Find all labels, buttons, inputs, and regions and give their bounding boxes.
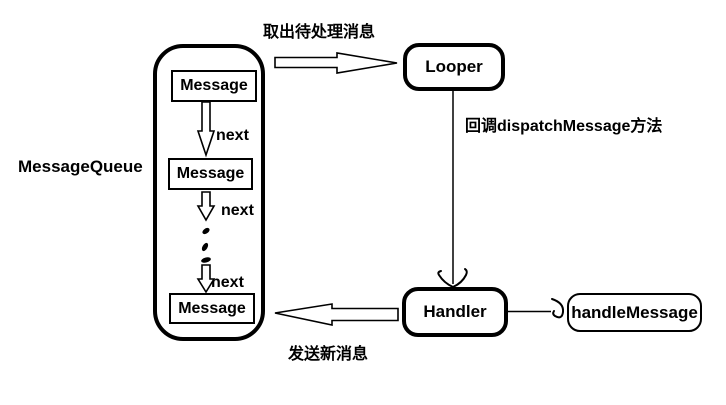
message-node-1-label: Message: [180, 77, 248, 94]
dispatch-arrowhead-icon: [437, 268, 468, 288]
handle-message-node: handleMessage: [567, 293, 702, 332]
message-node-3: Message: [169, 293, 255, 324]
send-annotation: 发送新消息: [288, 346, 369, 363]
handle-message-arrowhead-icon: [551, 298, 565, 319]
message-node-2: Message: [168, 158, 253, 190]
next-label-1: next: [216, 127, 249, 144]
dispatch-annotation: 回调dispatchMessage方法: [465, 118, 663, 135]
handle-message-label: handleMessage: [571, 302, 698, 322]
handler-label: Handler: [423, 302, 487, 321]
dequeue-arrow-icon: [274, 52, 398, 74]
send-arrow-icon: [274, 303, 399, 326]
next-label-3: next: [211, 274, 244, 291]
next-label-2: next: [221, 202, 254, 219]
message-queue-label: MessageQueue: [18, 157, 143, 176]
dispatch-connector: [437, 91, 468, 288]
message-node-3-label: Message: [178, 299, 246, 317]
message-node-1: Message: [171, 70, 257, 102]
handle-message-connector: [508, 298, 565, 319]
looper-label: Looper: [425, 57, 483, 76]
dequeue-annotation: 取出待处理消息: [263, 24, 376, 41]
handler-node: Handler: [402, 287, 508, 337]
message-node-2-label: Message: [176, 165, 245, 182]
looper-node: Looper: [403, 43, 505, 91]
